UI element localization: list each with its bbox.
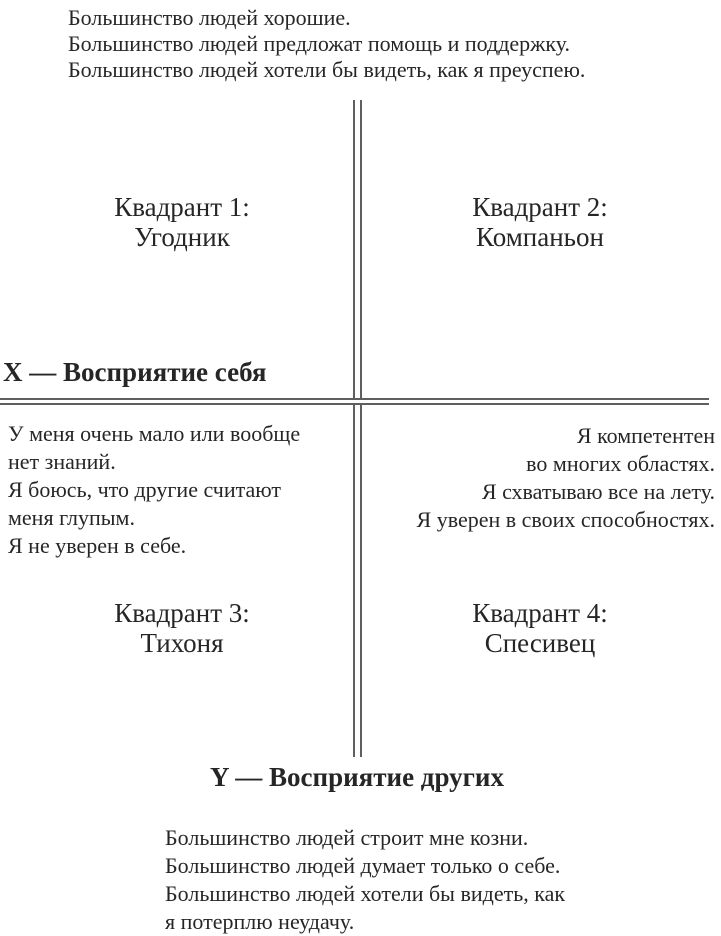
- text-line: я потерплю неудачу.: [165, 909, 355, 934]
- quadrant-name: Угодник: [134, 222, 230, 252]
- text-line: Большинство людей хотели бы видеть, как …: [68, 57, 586, 82]
- quadrant-3-label: Квадрант 3: Тихоня: [32, 598, 332, 658]
- x-axis-label: X — Восприятие себя: [3, 357, 267, 387]
- quadrant-1-label: Квадрант 1: Угодник: [32, 192, 332, 252]
- others-positive-beliefs-text: Большинство людей хорошие. Большинство л…: [68, 5, 585, 83]
- y-axis-line: [353, 100, 362, 757]
- text-line: Я уверен в своих способностях.: [416, 507, 715, 532]
- quadrant-4-label: Квадрант 4: Спесивец: [390, 598, 690, 658]
- quadrant-title: Квадрант 2:: [472, 192, 608, 222]
- text-line: Большинство людей хорошие.: [68, 5, 351, 30]
- text-line: Я не уверен в себе.: [8, 533, 187, 558]
- quadrant-name: Компаньон: [476, 222, 604, 252]
- text-line: Большинство людей хотели бы видеть, как: [165, 881, 566, 906]
- others-negative-beliefs-text: Большинство людей строит мне козни. Боль…: [165, 824, 565, 936]
- text-line: Я схватываю все на лету.: [481, 479, 715, 504]
- self-negative-beliefs-text: У меня очень мало или вообще нет знаний.…: [8, 420, 300, 560]
- quadrant-2-label: Квадрант 2: Компаньон: [390, 192, 690, 252]
- text-line: нет знаний.: [8, 449, 116, 474]
- quadrant-name: Спесивец: [484, 628, 596, 658]
- quadrant-title: Квадрант 3:: [114, 598, 250, 628]
- text-line: У меня очень мало или вообще: [8, 421, 301, 446]
- text-line: Я компетентен: [576, 423, 715, 448]
- text-line: Большинство людей думает только о себе.: [165, 853, 561, 878]
- self-positive-beliefs-text: Я компетентен во многих областях. Я схва…: [417, 422, 715, 534]
- quadrant-title: Квадрант 1:: [114, 192, 250, 222]
- text-line: во многих областях.: [526, 451, 715, 476]
- text-line: меня глупым.: [8, 505, 135, 530]
- x-axis-line: [0, 398, 709, 405]
- quadrant-name: Тихоня: [140, 628, 224, 658]
- text-line: Я боюсь, что другие считают: [8, 477, 282, 502]
- text-line: Большинство людей предложат помощь и под…: [68, 31, 571, 56]
- quadrant-title: Квадрант 4:: [472, 598, 608, 628]
- y-axis-label: Y — Восприятие других: [210, 762, 504, 792]
- text-line: Большинство людей строит мне козни.: [165, 825, 529, 850]
